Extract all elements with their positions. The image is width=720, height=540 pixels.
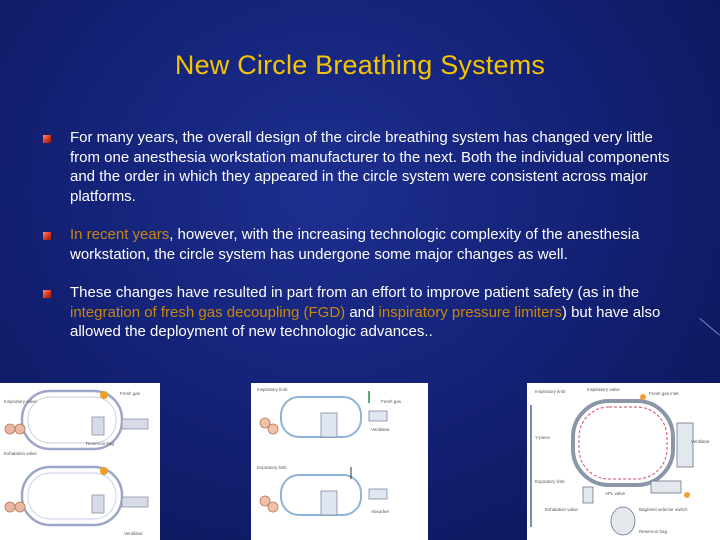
figure-label: Absorber [371,509,390,514]
bullet-square-icon [43,232,51,240]
bullet-item-3: These changes have resulted in part from… [40,283,680,342]
bullet-text: These changes have resulted in part from… [70,284,640,301]
bullet-square-icon [43,135,51,143]
bullet-list: For many years, the overall design of th… [40,128,680,342]
bullet-square-icon [43,290,51,298]
highlight-text: In recent years [70,226,170,243]
figure-label: Expiratory limb [535,479,565,484]
figure-label: Reservoir bag [639,529,668,534]
bullet-item-1: For many years, the overall design of th… [40,128,680,206]
figure-label: Bag/vent selector switch [639,507,688,512]
figure-label: Fresh gas inlet [649,391,679,396]
bullet-text: and [345,303,379,321]
highlight-text: integration of fresh gas decoupling (FGD… [70,303,346,321]
figure-label: Exhalation valve [545,507,578,512]
bullet-text: , however, with the increasing technolog… [70,226,640,263]
figure-label: Expiratory limb [257,465,287,470]
figure-label: Inspiratory valve [587,387,620,392]
circle-system-figure-left: Inspiratory valve Fresh gas Exhalation v… [0,383,160,540]
figure-label: Y-piece [535,435,550,440]
figure-label: Ventilator [124,531,143,536]
figure-label: Ventilator [371,427,390,432]
highlight-text: inspiratory pressure limiters [378,303,562,321]
figure-label: Fresh gas [120,391,141,396]
slide-title: New Circle Breathing Systems [174,50,546,80]
bullet-text: ) but have also allowed the deployment o… [70,303,661,341]
circle-system-figure-right: Inspiratory limb Inspiratory valve Fresh… [527,383,720,540]
figure-label: Exhalation valve [4,451,37,456]
bullet-text: For many years, the overall design of th… [70,129,670,205]
bullet-item-2: In recent years, however, with the incre… [40,225,680,264]
circle-system-figure-middle: Inspiratory limb Fresh gas Expiratory li… [251,383,428,540]
decorative-line [699,318,720,336]
figure-label: Reservoir bag [86,441,115,446]
figure-label: Inspiratory limb [535,389,566,394]
figure-label: Ventilator [691,439,710,444]
figure-label: APL valve [605,491,626,496]
figure-label: Fresh gas [381,399,402,404]
figure-label: Inspiratory valve [4,399,37,404]
figure-label: Inspiratory limb [257,387,288,392]
